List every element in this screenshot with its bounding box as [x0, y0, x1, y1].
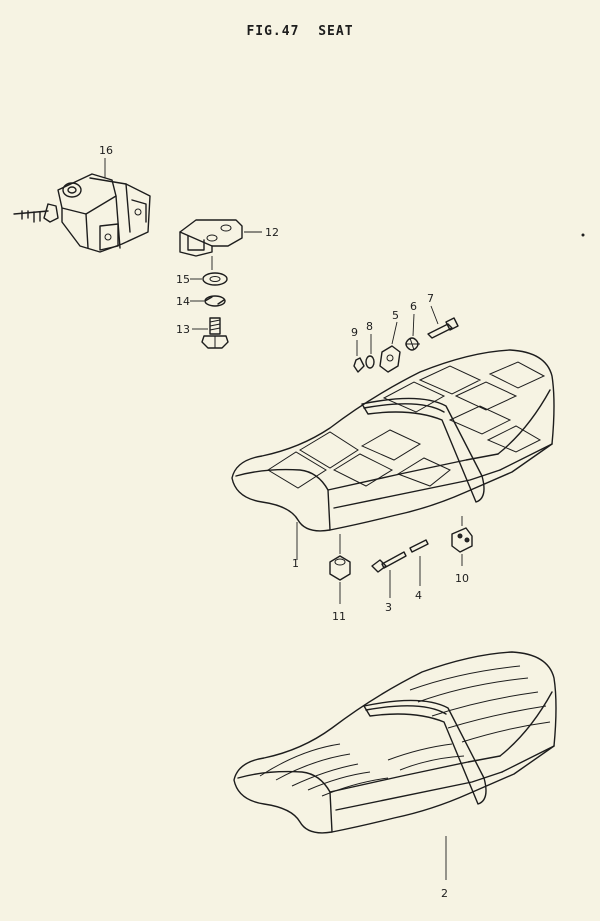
figure-name: SEAT [318, 24, 354, 39]
figure-number: FIG.47 [246, 24, 300, 39]
callout-8: 8 [366, 320, 373, 333]
callout-3: 3 [385, 601, 392, 614]
callout-11: 11 [332, 610, 346, 623]
seat-hinge-block [451, 527, 473, 553]
hinge-hardware [353, 317, 459, 373]
seat-1-diamond [231, 349, 555, 532]
callout-13: 13 [176, 323, 190, 336]
bolt-icon [201, 317, 229, 349]
washer-icon [202, 272, 228, 286]
leader-line-5 [391, 321, 398, 345]
seat-2-ribbed [233, 651, 557, 834]
seat-lock-icon [13, 173, 151, 253]
callout-14: 14 [176, 295, 190, 308]
stray-mark [581, 233, 585, 237]
seat-hook-icon [179, 219, 243, 257]
seat-nut [329, 555, 351, 581]
figure-title: FIG.47 SEAT [0, 24, 600, 39]
callout-10: 10 [455, 572, 469, 585]
callout-15: 15 [176, 273, 190, 286]
callout-12: 12 [265, 226, 279, 239]
lock-washer-icon [204, 295, 226, 307]
callout-5: 5 [392, 309, 399, 322]
callout-7: 7 [427, 292, 434, 305]
callout-9: 9 [351, 326, 358, 339]
seat-hinge-bolt [371, 539, 429, 573]
callout-16: 16 [99, 144, 113, 157]
callout-1: 1 [292, 557, 299, 570]
leader-line-6 [412, 313, 415, 337]
callout-2: 2 [441, 887, 448, 900]
leader-line-7 [430, 305, 439, 325]
callout-4: 4 [415, 589, 422, 602]
callout-6: 6 [410, 300, 417, 313]
